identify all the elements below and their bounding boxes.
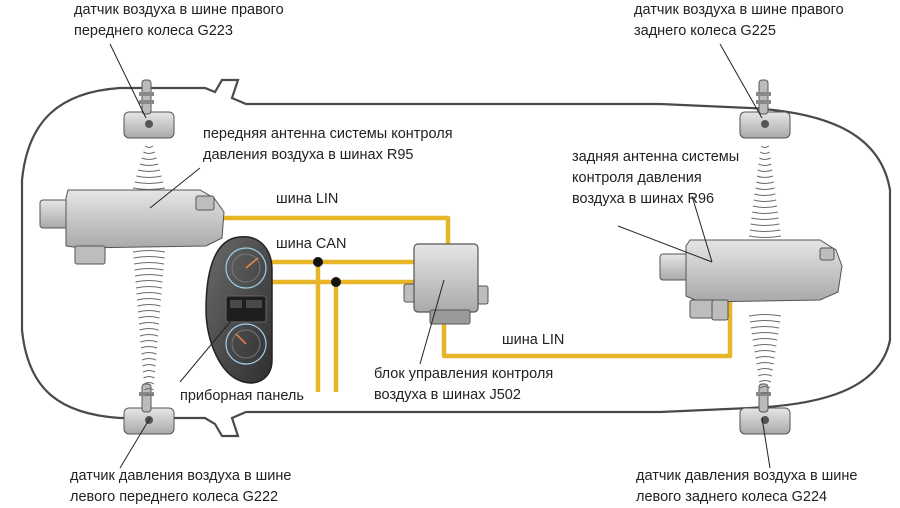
radio-wave-arc [758, 380, 772, 383]
radio-wave-arc [751, 332, 779, 335]
radio-wave-arc [133, 262, 165, 265]
radio-wave-arc [132, 187, 166, 190]
radio-wave-arc [144, 145, 154, 148]
radio-wave-arc [142, 364, 156, 367]
radio-wave-arc [748, 314, 782, 317]
label-lin-bus-bottom: шина LIN [502, 332, 565, 348]
radio-wave-arc [141, 157, 157, 160]
radio-wave-arc [143, 151, 155, 154]
radio-wave-arc [144, 394, 154, 397]
label-lin-bus-top: шина LIN [276, 191, 339, 207]
radio-wave-arc [140, 346, 158, 349]
sensor-front-left [123, 383, 175, 435]
sensor-rear-right [739, 79, 791, 139]
label-instrument-panel: приборная панель [180, 388, 304, 404]
radio-wave-arc [136, 175, 162, 178]
radio-wave-arc [138, 316, 160, 319]
radio-wave-arc [139, 328, 159, 331]
radio-wave-arc [751, 217, 779, 220]
radio-wave-arc [757, 169, 773, 172]
radio-wave-arc [755, 187, 775, 190]
sensor-rear-left [739, 383, 791, 435]
radio-wave-arc [758, 374, 772, 377]
radio-wave-arc [752, 211, 778, 214]
radio-wave-arc [135, 286, 163, 289]
radio-wave-arc [759, 157, 771, 160]
radio-wave-arc [759, 151, 771, 154]
rear-antenna-r96 [659, 239, 843, 321]
radio-wave-arc [141, 358, 157, 361]
radio-wave-arc [133, 256, 165, 259]
radio-wave-arc [136, 298, 162, 301]
radio-wave-arc [143, 382, 155, 385]
radio-wave-arc [139, 163, 159, 166]
radio-wave-arc [757, 368, 773, 371]
radio-wave-arc [756, 175, 774, 178]
radio-wave-arc [138, 322, 160, 325]
radio-wave-arc [135, 280, 163, 283]
leader-lines [109, 43, 771, 469]
radio-wave-arc [132, 250, 166, 253]
radio-wave-arc [134, 268, 164, 271]
radio-waves [132, 145, 782, 397]
label-can-bus: шина CAN [276, 236, 347, 252]
lin-bus-rear-wire [441, 300, 733, 359]
radio-wave-arc [750, 326, 780, 329]
can-node-1 [313, 257, 323, 267]
radio-wave-arc [134, 181, 164, 184]
sensor-front-right [123, 79, 175, 139]
lin-bus-front-wire [220, 215, 451, 246]
radio-wave-arc [760, 145, 770, 148]
radio-wave-arc [142, 370, 156, 373]
radio-wave-arc [753, 199, 777, 202]
radio-wave-arc [139, 334, 159, 337]
radio-wave-arc [143, 376, 155, 379]
radio-wave-arc [755, 356, 775, 359]
radio-wave-arc [137, 310, 161, 313]
front-antenna-r95 [39, 189, 225, 265]
radio-wave-arc [750, 223, 780, 226]
radio-wave-arc [756, 362, 774, 365]
radio-wave-arc [141, 352, 157, 355]
can-node-2 [331, 277, 341, 287]
radio-wave-arc [136, 292, 162, 295]
instrument-panel [205, 236, 273, 384]
radio-wave-arc [754, 350, 776, 353]
radio-wave-arc [138, 169, 160, 172]
radio-wave-arc [144, 388, 154, 391]
radio-wave-arc [748, 235, 782, 238]
radio-wave-arc [749, 229, 781, 232]
control-unit-j502 [403, 243, 489, 325]
radio-wave-arc [758, 163, 772, 166]
radio-wave-arc [760, 392, 770, 395]
radio-wave-arc [752, 205, 778, 208]
radio-wave-arc [756, 181, 774, 184]
radio-wave-arc [140, 340, 158, 343]
radio-wave-arc [759, 386, 771, 389]
radio-wave-arc [134, 274, 164, 277]
radio-wave-arc [137, 304, 161, 307]
radio-wave-arc [752, 338, 778, 341]
bus-wires [220, 215, 733, 392]
radio-wave-arc [754, 193, 776, 196]
radio-wave-arc [753, 344, 777, 347]
radio-wave-arc [749, 320, 781, 323]
